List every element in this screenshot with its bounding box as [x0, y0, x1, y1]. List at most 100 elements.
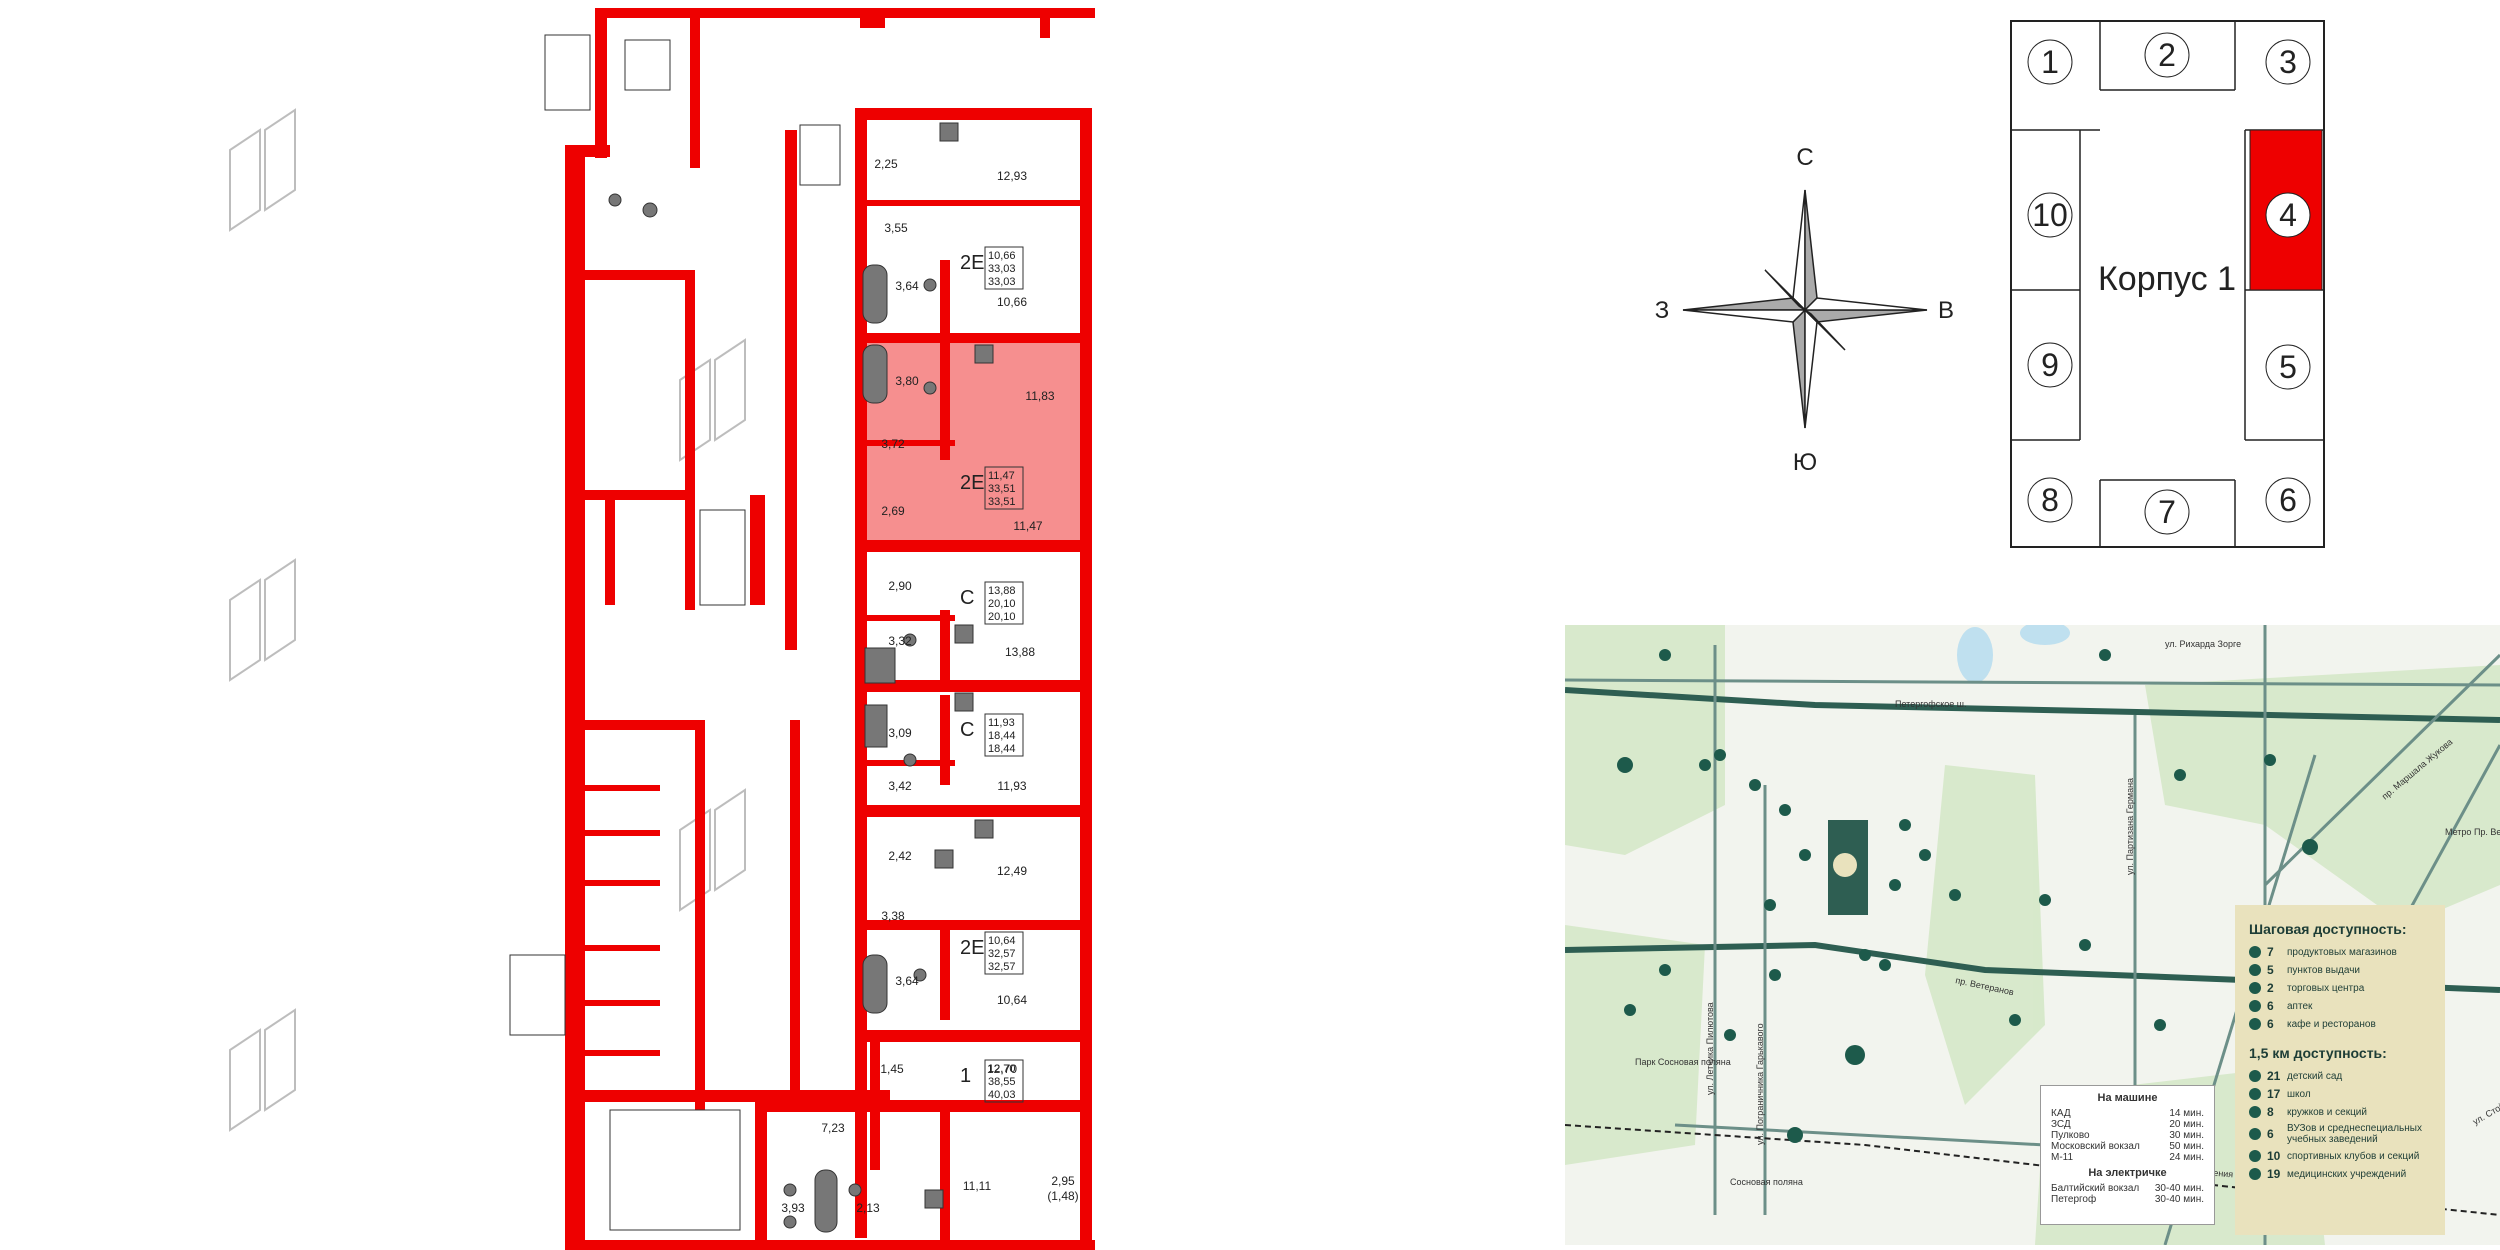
legend-km-title: 1,5 км доступность:	[2249, 1045, 2387, 1061]
unit-badge: С 13,88 20,10 20,10	[960, 581, 1024, 625]
street-label: ул. Летчика Пилютова	[1705, 1002, 1715, 1095]
unit-badge: 2Е 10,64 32,57 32,57	[960, 931, 1024, 975]
sport-icon	[2249, 1150, 2261, 1162]
travel-time: 50 мин.	[2169, 1141, 2204, 1152]
compass-east-label: В	[1938, 297, 1954, 324]
svg-text:С: С	[960, 587, 974, 609]
travel-time: 30-40 мин.	[2154, 1183, 2204, 1194]
station-label: Сосновая поляна	[1730, 1177, 1803, 1187]
travel-time: 24 мин.	[2169, 1152, 2204, 1163]
svg-text:40,03: 40,03	[988, 1089, 1016, 1101]
travel-train-title: На электричке	[2088, 1167, 2167, 1179]
svg-text:2Е: 2Е	[960, 937, 984, 959]
svg-text:33,51: 33,51	[988, 496, 1016, 508]
school-icon	[2249, 1088, 2261, 1100]
room-label: 2,13	[856, 1201, 880, 1215]
shop-icon	[2249, 946, 2261, 958]
university-icon	[2249, 1128, 2261, 1140]
travel-place: М-11	[2051, 1152, 2074, 1163]
compass-west-label: З	[1655, 297, 1670, 324]
travel-time: 30-40 мин.	[2154, 1194, 2204, 1205]
room-label: 2,95	[1051, 1174, 1075, 1188]
room-label: 3,09	[888, 726, 912, 740]
metro-label: Метро Пр. Ветеранов	[2445, 827, 2500, 837]
svg-text:1: 1	[960, 1065, 971, 1087]
svg-text:11,47: 11,47	[988, 470, 1015, 482]
travel-time: 20 мин.	[2169, 1119, 2204, 1130]
section-number[interactable]: 5	[2279, 349, 2297, 385]
room-label: 11,93	[997, 779, 1026, 793]
room-label: 10,66	[997, 295, 1027, 309]
room-label: 3,42	[888, 779, 912, 793]
room-label: 3,55	[884, 221, 908, 235]
travel-place: Пулково	[2051, 1130, 2090, 1141]
walls	[565, 8, 1095, 1250]
building-key-plan: 1 2 3 4 5 6 7 8 9 10 Корпус 1	[2010, 20, 2325, 548]
svg-text:38,55: 38,55	[988, 1076, 1016, 1088]
room-label: 12,49	[997, 864, 1027, 878]
svg-text:20,10: 20,10	[988, 598, 1016, 610]
pickup-icon	[2249, 964, 2261, 976]
room-label: 11,83	[1025, 389, 1054, 403]
stairs	[509, 34, 841, 1231]
svg-text:13,88: 13,88	[988, 585, 1016, 597]
svg-text:С: С	[960, 719, 974, 741]
room-label: 7,23	[821, 1121, 845, 1135]
room-labels: 12,93 2,25 3,55 3,64 10,66 3,80 11,83 3,…	[781, 157, 1078, 1215]
svg-text:2Е: 2Е	[960, 252, 984, 274]
section-number[interactable]: 7	[2158, 494, 2176, 530]
section-number[interactable]: 6	[2279, 482, 2297, 518]
travel-car-title: На машине	[2097, 1092, 2158, 1104]
room-label: 13,88	[1005, 645, 1035, 659]
room-label: 10,64	[997, 993, 1027, 1007]
svg-text:33,03: 33,03	[988, 263, 1016, 275]
unit-badge: 2Е 11,47 33,51 33,51	[960, 466, 1024, 510]
travel-place: Московский вокзал	[2051, 1141, 2140, 1152]
room-label: 2,42	[888, 849, 912, 863]
street-label: Петергофское ш.	[1895, 699, 1966, 709]
section-number[interactable]: 3	[2279, 44, 2297, 80]
watermark-logos	[229, 108, 746, 1132]
room-label: 3,64	[895, 279, 919, 293]
room-label: 2,25	[874, 157, 898, 171]
pharmacy-icon	[2249, 1000, 2261, 1012]
compass-south-label: Ю	[1793, 449, 1817, 476]
svg-text:32,57: 32,57	[988, 961, 1016, 973]
svg-text:11,93: 11,93	[988, 717, 1015, 729]
selected-apartment-highlight[interactable]	[855, 333, 1090, 540]
room-label: 3,93	[781, 1201, 805, 1215]
hobby-icon	[2249, 1106, 2261, 1118]
travel-time: 14 мин.	[2169, 1108, 2204, 1119]
room-label: 12,93	[997, 169, 1027, 183]
svg-text:33,51: 33,51	[988, 483, 1016, 495]
street-label: ул. Пограничника Гарькавого	[1755, 1023, 1765, 1145]
compass-north-label: С	[1796, 144, 1813, 171]
svg-text:10,64: 10,64	[988, 935, 1016, 947]
svg-text:33,03: 33,03	[988, 276, 1016, 288]
section-number[interactable]: 4	[2279, 197, 2297, 233]
room-label: 3,72	[881, 437, 905, 451]
room-label: 11,47	[1013, 519, 1042, 533]
park-label: Парк Сосновая поляна	[1635, 1057, 1731, 1067]
building-name: Корпус 1	[2098, 260, 2236, 298]
room-label: 11,11	[963, 1179, 992, 1193]
floor-plan: 12,93 2,25 3,55 3,64 10,66 3,80 11,83 3,…	[229, 8, 1095, 1250]
section-number[interactable]: 1	[2041, 44, 2059, 80]
section-number[interactable]: 9	[2041, 347, 2059, 383]
section-number[interactable]: 2	[2158, 37, 2176, 73]
unit-badge: 1 12,70 38,55 40,03	[960, 1059, 1024, 1103]
section-number[interactable]: 10	[2032, 197, 2068, 233]
section-number[interactable]: 8	[2041, 482, 2059, 518]
kindergarten-icon	[2249, 1070, 2261, 1082]
room-label: 3,38	[881, 909, 905, 923]
medical-icon	[2249, 1168, 2261, 1180]
travel-place: КАД	[2051, 1108, 2071, 1119]
